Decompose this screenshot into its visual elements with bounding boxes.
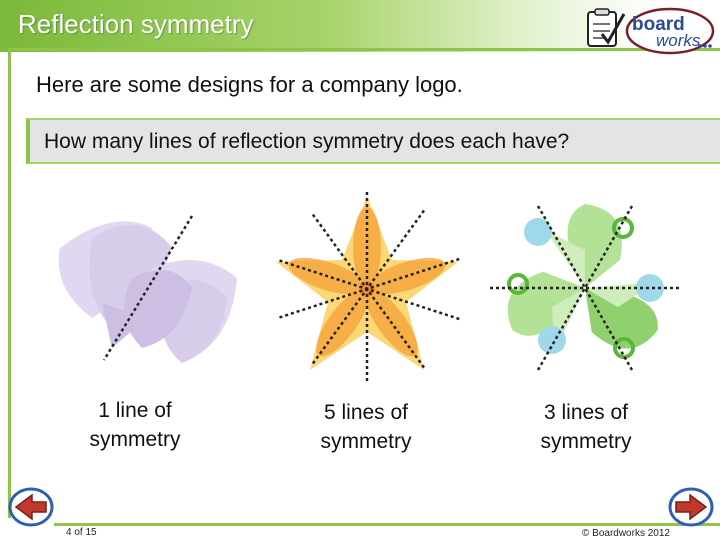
design-star: [274, 192, 460, 388]
clipboard-check-icon: [587, 8, 626, 47]
left-divider: [8, 48, 11, 518]
design-green: [490, 200, 680, 372]
back-button[interactable]: [8, 486, 54, 528]
boardworks-logo: board works: [584, 4, 716, 56]
caption-design-3: 3 lines of symmetry: [520, 398, 652, 456]
page-title: Reflection symmetry: [18, 9, 254, 39]
caption-line: symmetry: [320, 430, 412, 453]
symmetry-line: [102, 215, 194, 361]
footer-divider: [54, 523, 720, 526]
question-box: How many lines of reflection symmetry do…: [26, 118, 720, 164]
next-button[interactable]: [668, 486, 714, 528]
symmetry-lines: [490, 205, 680, 371]
symmetry-lines: [276, 192, 460, 384]
caption-design-1: 1 line of symmetry: [70, 396, 200, 454]
back-arrow-icon: [8, 487, 54, 527]
caption-design-2: 5 lines of symmetry: [300, 398, 432, 456]
caption-line: 3 lines of: [543, 401, 629, 424]
design-purple: [52, 208, 248, 378]
page-number: 4 of 15: [66, 527, 97, 538]
caption-line: symmetry: [540, 430, 632, 453]
question-text: How many lines of reflection symmetry do…: [44, 130, 570, 153]
caption-line: 5 lines of: [323, 401, 409, 424]
caption-line: symmetry: [89, 428, 181, 451]
next-arrow-icon: [668, 487, 714, 527]
logo-brand-top: board: [632, 14, 685, 35]
copyright-text: © Boardworks 2012: [582, 528, 670, 539]
caption-line: 1 line of: [98, 399, 172, 422]
intro-text: Here are some designs for a company logo…: [36, 72, 463, 97]
header-underline: [8, 48, 720, 51]
logo-brand-bottom: works: [656, 31, 701, 50]
